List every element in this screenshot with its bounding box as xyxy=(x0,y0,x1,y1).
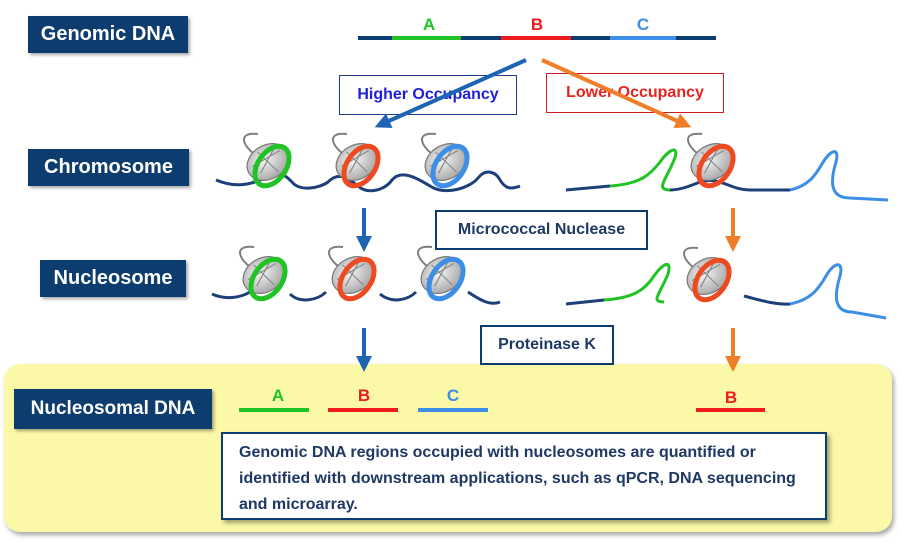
nucleosome-left xyxy=(211,245,501,305)
nucleosome-label: Nucleosome xyxy=(40,260,186,297)
proteinase-k-box: Proteinase K xyxy=(480,325,614,365)
nucleosome-right xyxy=(565,246,887,320)
chromosome-right xyxy=(565,132,889,202)
genomic-dna-label: Genomic DNA xyxy=(28,16,188,53)
chromosome-label: Chromosome xyxy=(28,149,189,186)
lower-occupancy-box: Lower Occupancy xyxy=(546,73,724,113)
region-a-label: A xyxy=(423,15,435,34)
higher-occupancy-box: Higher Occupancy xyxy=(339,75,517,115)
region-b-label: B xyxy=(531,15,543,34)
nucleosomal-dna-label: Nucleosomal DNA xyxy=(14,389,212,429)
downstream-note: Genomic DNA regions occupied with nucleo… xyxy=(221,432,827,520)
micrococcal-nuclease-box: Micrococcal Nuclease xyxy=(435,210,648,250)
region-c-label: C xyxy=(637,15,649,34)
chromosome-left xyxy=(215,132,521,193)
